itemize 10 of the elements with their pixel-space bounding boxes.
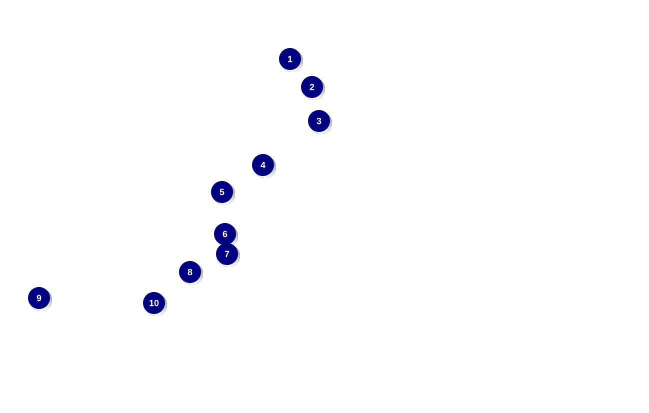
callout-number: 6: [214, 223, 238, 247]
callout-number: 9: [28, 287, 52, 311]
callout-number: 4: [252, 154, 276, 178]
callout-number: 2: [301, 76, 325, 100]
callout-number: 10: [143, 292, 167, 316]
callout-number: 5: [211, 181, 235, 205]
callout-number: 8: [179, 261, 203, 285]
callout-number: 7: [216, 243, 240, 267]
callout-number: 3: [308, 110, 332, 134]
callout-number: 1: [279, 48, 303, 72]
